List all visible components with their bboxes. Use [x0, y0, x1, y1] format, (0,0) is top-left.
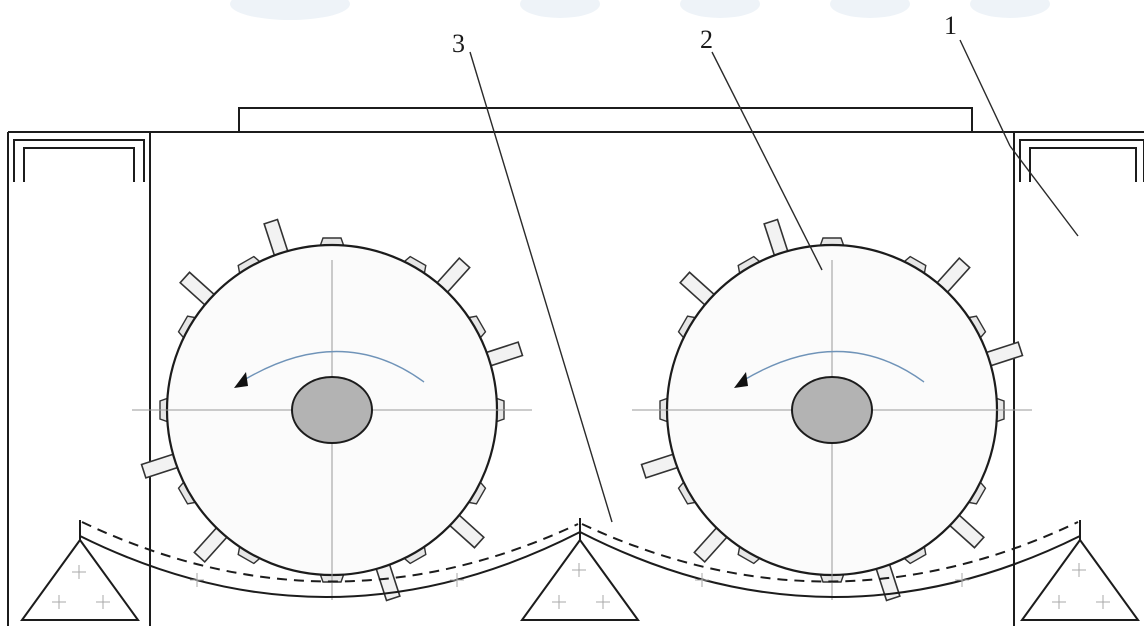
lower-trough-left [79, 531, 581, 598]
support-triangle-left [20, 538, 140, 621]
right-channel-profile [1019, 139, 1144, 182]
screen-assembly [20, 518, 1140, 621]
top-cover-plate [238, 107, 973, 132]
leader-line-2 [711, 51, 823, 271]
label-1: 1 [944, 11, 957, 40]
drum-1-hub [291, 376, 373, 444]
housing-frame [7, 107, 1144, 626]
lower-trough-right [579, 531, 1081, 598]
leader-line-3 [469, 51, 613, 523]
drum-2 [632, 218, 1032, 602]
dashed-screen-left [81, 521, 579, 583]
rotation-arrow [743, 350, 925, 383]
drum-1 [132, 218, 532, 602]
rotation-arrowhead [234, 372, 248, 388]
support-triangle-middle [520, 538, 640, 621]
drums-group [132, 218, 1032, 602]
leader-line-1-extension [1009, 145, 1079, 237]
leader-line-1 [959, 39, 1011, 147]
dashed-screen-right [581, 521, 1079, 583]
label-3: 3 [452, 29, 465, 58]
rotation-arrowhead [734, 372, 748, 388]
rotation-arrow [243, 350, 425, 383]
left-channel-profile [13, 139, 145, 182]
leader-lines [469, 39, 1079, 523]
drum-2-hub [791, 376, 873, 444]
label-2: 2 [700, 25, 713, 54]
support-triangle-right [1020, 538, 1140, 621]
top-artifacts [230, 0, 1050, 20]
background-crosses [190, 573, 969, 587]
